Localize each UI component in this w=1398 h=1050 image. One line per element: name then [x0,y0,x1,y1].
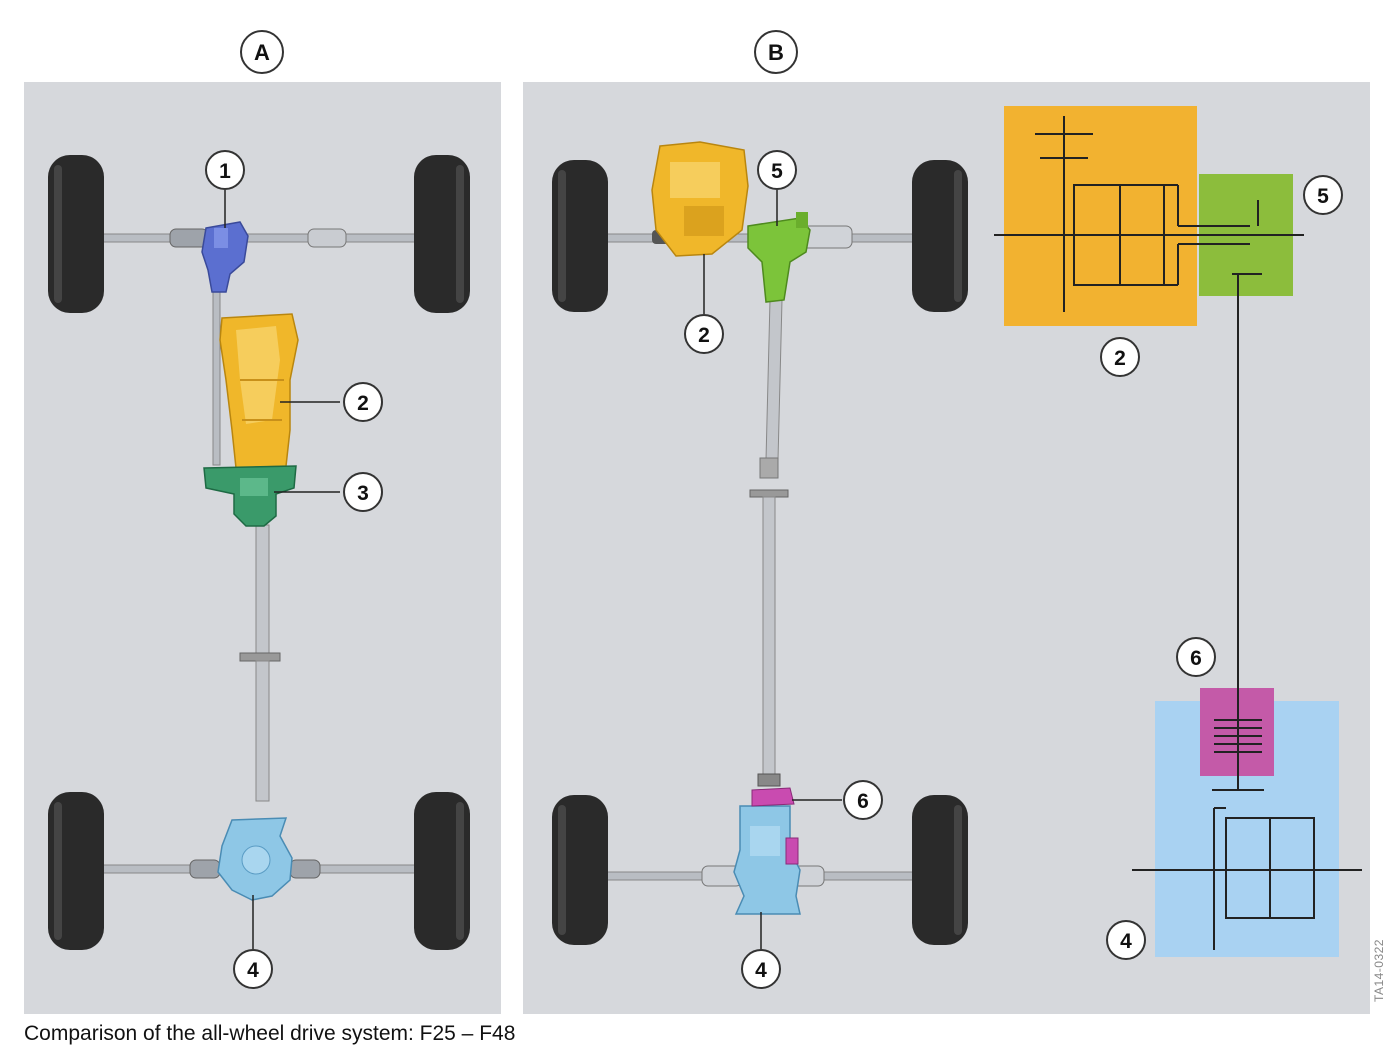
wheel-front-right-a [414,155,470,313]
svg-text:6: 6 [1190,647,1202,670]
svg-text:4: 4 [1120,930,1132,953]
svg-text:2: 2 [357,392,369,415]
callout-3-a: 3 [344,473,382,511]
callout-2-b: 2 [685,315,723,353]
svg-text:6: 6 [857,790,869,813]
front-propshaft-a [213,290,220,465]
svg-text:2: 2 [1114,347,1126,370]
callout-4-b: 4 [742,950,780,988]
wheel-front-left-b [552,160,608,312]
schematic-callout-5: 5 [1304,176,1342,214]
svg-text:1: 1 [219,160,231,183]
svg-text:5: 5 [771,160,783,183]
wheel-rear-right-b [912,795,968,945]
callout-5-b: 5 [758,151,796,189]
callout-6-b: 6 [844,781,882,819]
panel-b-label: B [755,31,797,73]
panel-b: B [523,31,1370,1014]
figure-code: TA14-0322 [1372,939,1386,1002]
wheel-front-left-a [48,155,104,313]
callout-1-a: 1 [206,151,244,189]
svg-text:4: 4 [247,959,259,982]
svg-text:4: 4 [755,959,767,982]
svg-text:A: A [254,40,270,65]
schematic-transmission-block [1004,106,1197,326]
schematic-callout-6: 6 [1177,638,1215,676]
callout-2-a: 2 [344,383,382,421]
wheel-rear-left-a [48,792,104,950]
schematic-callout-4: 4 [1107,921,1145,959]
wheel-rear-left-b [552,795,608,945]
panel-a-label: A [241,31,283,73]
svg-text:5: 5 [1317,185,1329,208]
figure-caption: Comparison of the all-wheel drive system… [24,1022,515,1046]
schematic-callout-2: 2 [1101,338,1139,376]
svg-text:3: 3 [357,482,369,505]
callout-4-a: 4 [234,950,272,988]
svg-text:B: B [768,40,784,65]
wheel-rear-right-a [414,792,470,950]
svg-text:2: 2 [698,324,710,347]
panel-a: A [24,31,501,1014]
wheel-front-right-b [912,160,968,312]
